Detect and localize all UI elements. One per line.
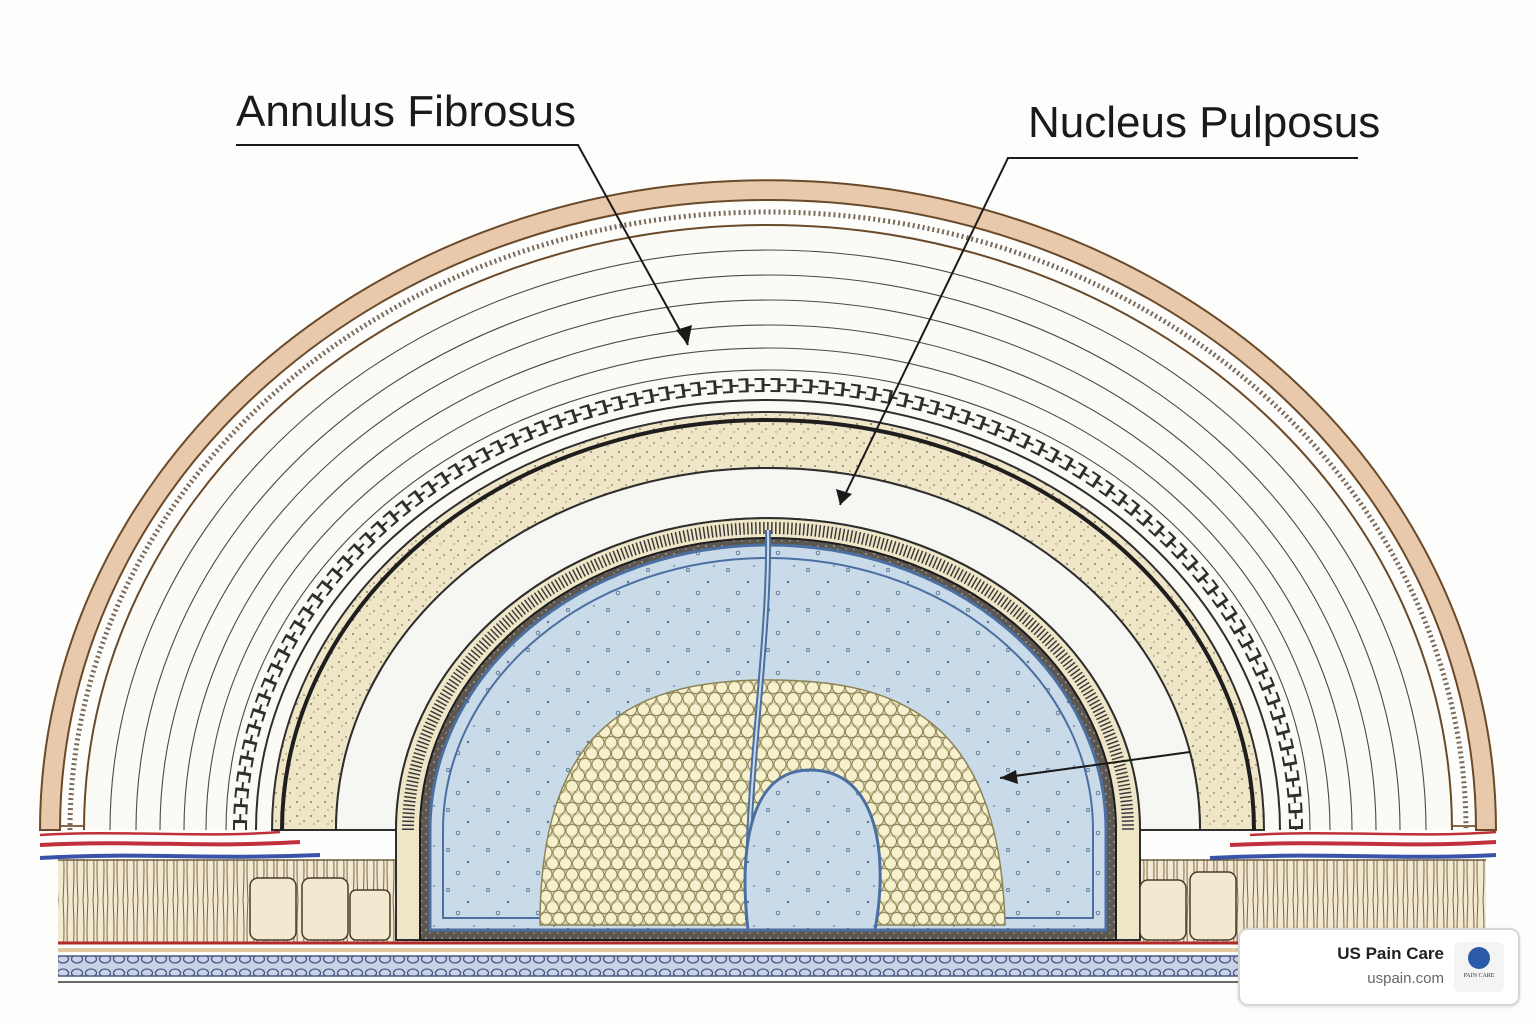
brand-url: uspain.com xyxy=(1367,970,1444,987)
leader-arrowheads xyxy=(676,325,1018,784)
nucleus-pulposus xyxy=(428,529,1108,932)
logo-caption: PAIN CARE xyxy=(1463,973,1495,979)
leader-lines xyxy=(236,144,1358,779)
brand-watermark[interactable]: US Pain Care uspain.com PAIN CARE xyxy=(1238,928,1520,1006)
label-annulus-fibrosus: Annulus Fibrosus xyxy=(236,87,576,136)
label-nucleus-pulposus: Nucleus Pulposus xyxy=(1028,98,1380,147)
outer-capsule xyxy=(38,179,1498,831)
logo-circle xyxy=(1468,947,1490,969)
brand-name: US Pain Care xyxy=(1337,944,1444,963)
uspain-logo-icon: PAIN CARE xyxy=(1454,942,1504,992)
flanking-blocks xyxy=(249,871,1237,941)
